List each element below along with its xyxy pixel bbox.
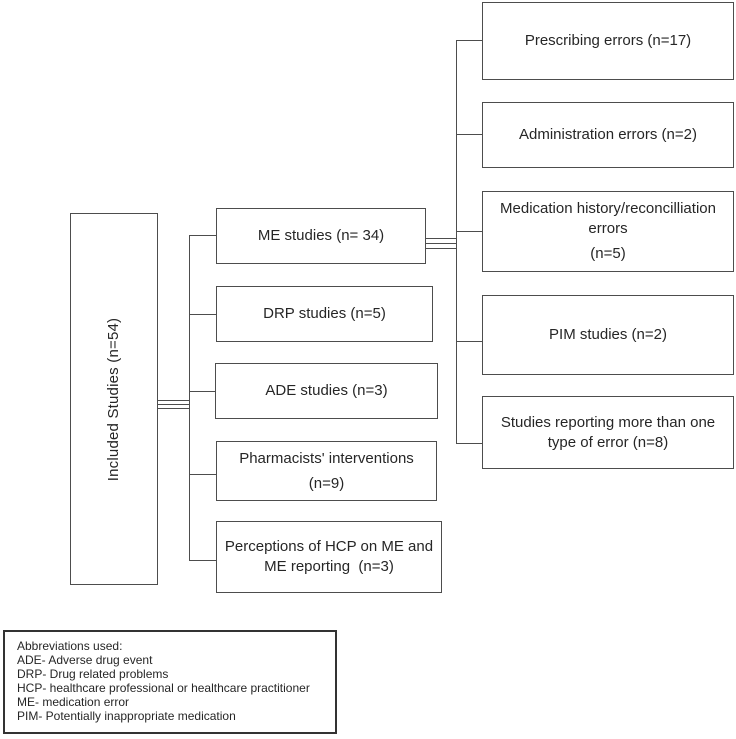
connector-root-triple-line-1 [158,400,189,402]
prescribing-errors-label: Prescribing errors (n=17) [524,32,692,49]
box-administration-errors: Administration errors (n=2) [482,102,734,168]
connector-branch-ade-studies [189,391,215,393]
connector-root-triple-line-2 [158,404,189,406]
administration-errors-label: Administration errors (n=2) [519,126,697,143]
pharmacists-interventions-count: (n=9) [308,474,345,492]
abbreviation-me: ME- medication error [17,695,130,709]
connector-me-triple-line-1 [426,238,456,240]
connector-branch-me-studies [189,235,216,237]
connector-branch-drp-studies [189,314,216,316]
connector-branch-prescribing-errors [456,40,482,42]
box-me-studies: ME studies (n= 34) [216,208,426,264]
perceptions-label-line-2: ME reporting (n=3) [264,558,394,575]
abbreviations-title: Abbreviations used: [17,639,123,653]
included-studies-label: Included Studies (n=54) [105,317,123,481]
connector-branch-pim-studies [456,341,482,343]
box-studies-multiple-error-types: Studies reporting more than one type of … [482,396,734,469]
abbreviation-pim: PIM- Potentially inappropriate medicatio… [17,709,236,723]
connector-me-triple-line-3 [426,248,456,250]
abbreviation-drp: DRP- Drug related problems [17,667,169,681]
perceptions-label-line-1: Perceptions of HCP on ME and [224,538,434,555]
connector-me-triple-line-2 [426,243,456,245]
abbreviation-hcp: HCP- healthcare professional or healthca… [17,681,310,695]
box-prescribing-errors: Prescribing errors (n=17) [482,2,734,80]
box-ade-studies: ADE studies (n=3) [215,363,438,419]
drp-studies-label: DRP studies (n=5) [263,305,386,322]
box-perceptions-of-hcp: Perceptions of HCP on ME and ME reportin… [216,521,442,593]
connector-branch-administration-errors [456,134,482,136]
medication-history-errors-label-line-2: errors [588,220,628,237]
box-included-studies: Included Studies (n=54) [70,213,158,585]
box-drp-studies: DRP studies (n=5) [216,286,433,342]
connector-branch-pharmacists [189,474,216,476]
multiple-error-types-label-line-2: type of error (n=8) [547,433,669,451]
connector-branch-medication-history-errors [456,231,482,233]
me-studies-label: ME studies (n= 34) [257,227,385,244]
box-pim-studies: PIM studies (n=2) [482,295,734,375]
abbreviation-ade: ADE- Adverse drug event [17,653,153,667]
connector-branch-multiple-error-types [456,443,482,445]
pharmacists-interventions-label: Pharmacists' interventions [239,449,414,467]
connector-branch-perceptions [189,560,216,562]
pim-studies-label: PIM studies (n=2) [549,326,667,343]
ade-studies-label: ADE studies (n=3) [265,382,388,399]
abbreviations-box: Abbreviations used: ADE- Adverse drug ev… [3,630,337,734]
connector-root-triple-line-3 [158,408,189,410]
medication-history-errors-count: (n=5) [590,245,626,262]
medication-history-errors-label-line-1: Medication history/reconcilliation [500,200,716,217]
connector-right-trunk [456,40,458,443]
box-pharmacists-interventions: Pharmacists' interventions (n=9) [216,441,437,501]
connector-left-trunk [189,235,191,560]
multiple-error-types-label-line-1: Studies reporting more than one [500,413,716,431]
box-medication-history-errors: Medication history/reconcilliation error… [482,191,734,272]
